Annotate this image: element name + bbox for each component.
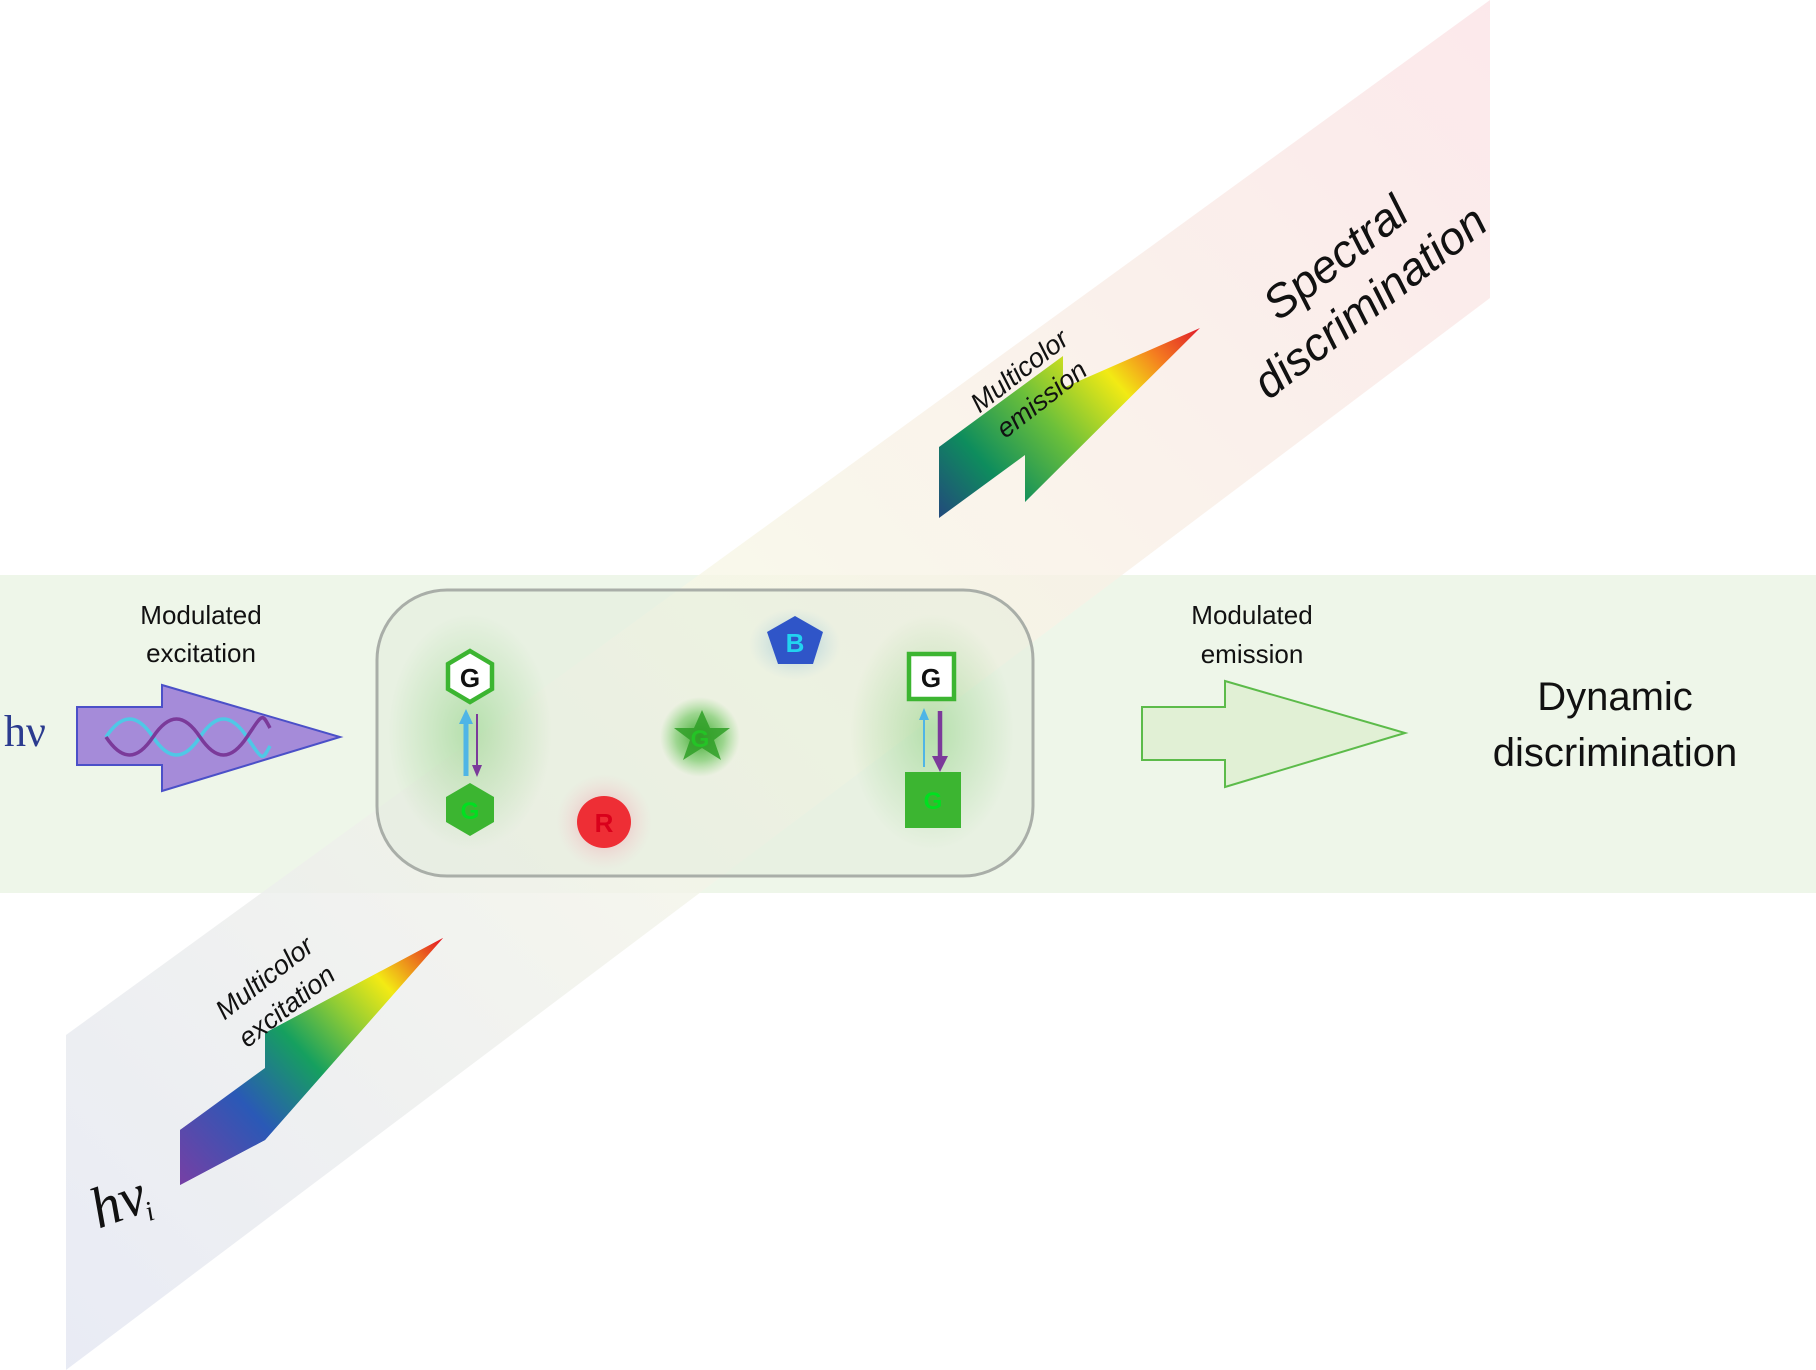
- red-probe-icon: [577, 796, 631, 848]
- modulated-emission-line1: Modulated: [1191, 600, 1312, 630]
- square-probe-filled-icon: [905, 772, 961, 828]
- square-emission-down-arrowhead-icon: [932, 756, 948, 772]
- square-probe-top-label: G: [921, 663, 941, 693]
- red-probe-label: R: [595, 808, 614, 838]
- emission-down-arrowhead-icon: [472, 765, 482, 777]
- hexagon-probe-bottom-label: G: [461, 798, 480, 825]
- modulated-excitation-arrow: [76, 683, 344, 793]
- square-probe-bottom-label: G: [924, 788, 943, 815]
- star-probe-icon: [674, 710, 730, 760]
- modulated-excitation-line1: Modulated: [140, 600, 261, 630]
- blue-pentagon-probe-icon: [767, 616, 823, 664]
- hv-left-label: hν: [4, 707, 46, 756]
- excitation-up-arrowhead-icon: [459, 709, 473, 724]
- blue-probe-label: B: [786, 628, 805, 658]
- dynamic-discrimination-line2: discrimination: [1493, 731, 1738, 775]
- modulated-excitation-line2: excitation: [146, 638, 256, 668]
- modulation-wave-purple-icon: [104, 716, 272, 757]
- modulated-emission-line2: emission: [1201, 639, 1304, 669]
- right-pair-glow: [850, 614, 1014, 850]
- multicolor-excitation-arrow-head: [265, 938, 443, 1140]
- multicolor-emission-arrow: [939, 328, 1200, 572]
- left-pair-glow: [388, 614, 552, 850]
- hexagon-probe-filled-icon: [446, 783, 494, 836]
- multicolor-excitation-arrow-shaft: [180, 1068, 265, 1185]
- star-probe-label: G: [691, 726, 710, 753]
- spectral-band: [66, 0, 1490, 1370]
- hexagon-probe-top-label: G: [460, 663, 480, 693]
- hexagon-probe-outline-icon: [445, 648, 495, 705]
- square-excitation-up-arrowhead-icon: [919, 708, 929, 720]
- square-probe-outline-icon: [906, 651, 957, 702]
- modulated-emission-arrow: [1141, 679, 1409, 789]
- dynamic-discrimination-line1: Dynamic: [1537, 675, 1693, 719]
